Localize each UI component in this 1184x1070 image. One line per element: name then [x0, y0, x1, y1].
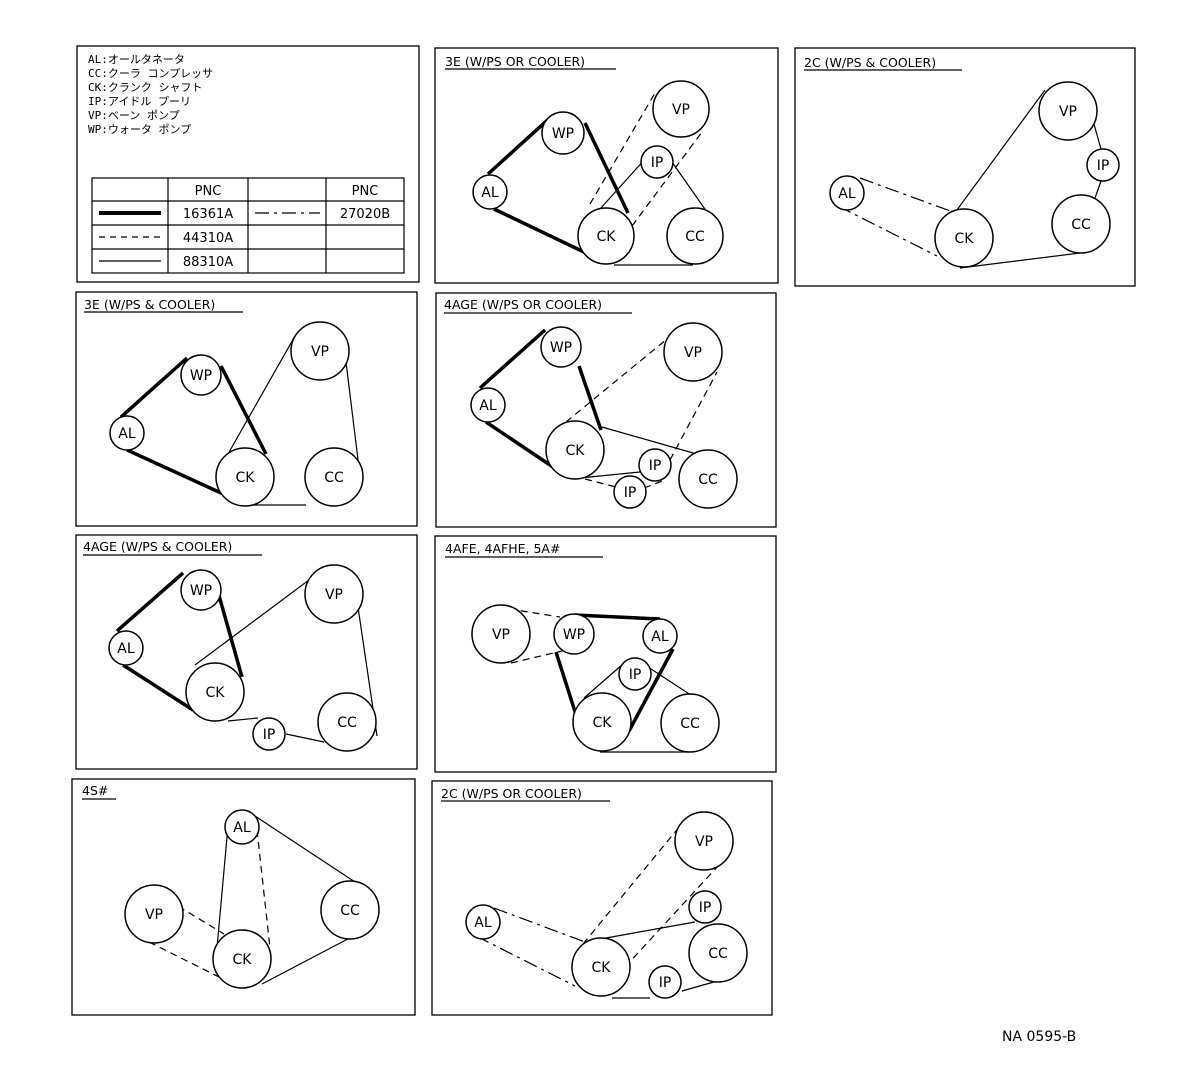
svg-text:IP: IP	[1097, 158, 1110, 174]
pnc-table	[91, 177, 405, 274]
svg-text:VP: VP	[1059, 104, 1077, 120]
svg-text:VP: VP	[325, 587, 343, 603]
svg-text:WP: WP	[563, 627, 585, 643]
panel-title: 4AFE, 4AFHE, 5A#	[445, 541, 560, 556]
legend-code-ip: IP	[88, 95, 102, 108]
panel-4age-ps-and-cooler: 4AGE (W/PS & COOLER) VP WP AL CK IP CC	[75, 534, 418, 770]
svg-text:IP: IP	[659, 975, 672, 991]
panel-2c-ps-and-cooler: 2C (W/PS & COOLER) VP IP AL CK CC	[794, 47, 1136, 287]
legend-name-ip: アイドル プーリ	[108, 95, 191, 108]
panel-title: 2C (W/PS & COOLER)	[804, 55, 936, 70]
pnc-dashed-belt: 44310A	[183, 231, 233, 246]
legend-code-al: AL	[88, 53, 102, 66]
svg-text:VP: VP	[311, 344, 329, 360]
svg-text:IP: IP	[263, 727, 276, 743]
figure-reference-code: NA 0595-B	[1002, 1029, 1076, 1045]
panel-title: 4S#	[82, 783, 108, 798]
svg-text:AL: AL	[233, 820, 251, 836]
panel-title: 3E (W/PS OR COOLER)	[445, 54, 585, 69]
legend-name-ck: クランク シャフト	[108, 81, 203, 94]
svg-text:VP: VP	[145, 907, 163, 923]
svg-text:AL:オールタネータ: AL:オールタネータ	[88, 53, 185, 66]
svg-text:AL: AL	[479, 398, 497, 414]
svg-text:WP: WP	[552, 126, 574, 142]
svg-text:VP: VP	[695, 834, 713, 850]
svg-text:IP: IP	[649, 458, 662, 474]
pnc-thick-belt: 16361A	[183, 207, 233, 222]
legend-code-wp: WP	[88, 123, 102, 136]
pnc-thin-belt: 88310A	[183, 255, 233, 270]
pnc-header-2: PNC	[352, 184, 379, 199]
svg-text:AL: AL	[651, 629, 669, 645]
svg-text:VP: VP	[492, 627, 510, 643]
svg-text:CC: CC	[708, 946, 728, 962]
panel-title: 4AGE (W/PS OR COOLER)	[444, 297, 602, 312]
panel-4afe-4afhe-5a: 4AFE, 4AFHE, 5A# VP WP AL IP CK CC	[434, 535, 777, 773]
svg-text:AL: AL	[474, 915, 492, 931]
svg-text:VP: VP	[672, 102, 690, 118]
svg-text:CC: CC	[680, 716, 700, 732]
legend-code-vp: VP	[88, 109, 102, 122]
panel-4s: 4S# AL VP CC CK	[71, 778, 416, 1016]
panel-title: 3E (W/PS & COOLER)	[84, 297, 215, 312]
svg-text:IP:アイドル プーリ: IP:アイドル プーリ	[88, 95, 191, 108]
legend-name-wp: ウォータ ポンプ	[108, 123, 191, 136]
svg-text:CC: CC	[337, 715, 357, 731]
panel-3e-ps-or-cooler: 3E (W/PS OR COOLER) VP WP IP AL CK CC	[434, 47, 779, 284]
svg-text:IP: IP	[624, 485, 637, 501]
svg-text:CK:クランク シャフト: CK:クランク シャフト	[88, 81, 203, 94]
legend-code-ck: CK	[88, 81, 102, 94]
svg-text:CK: CK	[233, 952, 253, 968]
panel-title: 2C (W/PS OR COOLER)	[441, 786, 582, 801]
svg-text:CC: CC	[698, 472, 718, 488]
svg-text:CK: CK	[206, 685, 226, 701]
svg-text:CK: CK	[593, 715, 613, 731]
svg-text:CC: CC	[340, 903, 360, 919]
svg-text:WP:ウォータ ポンプ: WP:ウォータ ポンプ	[88, 123, 191, 136]
svg-text:AL: AL	[118, 426, 136, 442]
svg-text:CK: CK	[236, 470, 256, 486]
panel-4age-ps-or-cooler: 4AGE (W/PS OR COOLER) VP WP AL CK IP IP CC	[435, 292, 777, 528]
svg-text:AL: AL	[838, 186, 856, 202]
pnc-dashdot-belt: 27020B	[340, 207, 390, 222]
panel-title: 4AGE (W/PS & COOLER)	[83, 539, 232, 554]
svg-text:CK: CK	[597, 229, 617, 245]
legend-box: AL:オールタネータ CC:クーラ コンプレッサ CK:クランク シャフト IP…	[76, 45, 420, 283]
svg-text:CC: CC	[324, 470, 344, 486]
svg-text:CK: CK	[566, 443, 586, 459]
svg-text:AL: AL	[117, 641, 135, 657]
legend-name-vp: ベーン ポンプ	[108, 109, 180, 122]
svg-text:IP: IP	[699, 900, 712, 916]
svg-text:CC: CC	[685, 229, 705, 245]
legend-code-cc: CC	[88, 67, 101, 80]
svg-text:CK: CK	[592, 960, 612, 976]
svg-text:CC: CC	[1071, 217, 1091, 233]
svg-text:IP: IP	[651, 155, 664, 171]
svg-text:CK: CK	[955, 231, 975, 247]
svg-text:WP: WP	[190, 583, 212, 599]
svg-text:CC:クーラ コンプレッサ: CC:クーラ コンプレッサ	[88, 67, 213, 80]
legend-name-al: オールタネータ	[108, 53, 185, 66]
svg-text:VP: VP	[684, 345, 702, 361]
svg-text:VP:ベーン ポンプ: VP:ベーン ポンプ	[88, 109, 180, 122]
pnc-header-1: PNC	[195, 184, 222, 199]
svg-text:AL: AL	[481, 185, 499, 201]
svg-text:IP: IP	[629, 667, 642, 683]
panel-2c-ps-or-cooler: 2C (W/PS OR COOLER) VP IP AL CC CK IP	[431, 780, 773, 1016]
legend-name-cc: クーラ コンプレッサ	[108, 67, 213, 80]
panel-3e-ps-and-cooler: 3E (W/PS & COOLER) VP WP AL CK CC	[75, 291, 418, 527]
svg-text:WP: WP	[550, 340, 572, 356]
svg-text:WP: WP	[190, 368, 212, 384]
